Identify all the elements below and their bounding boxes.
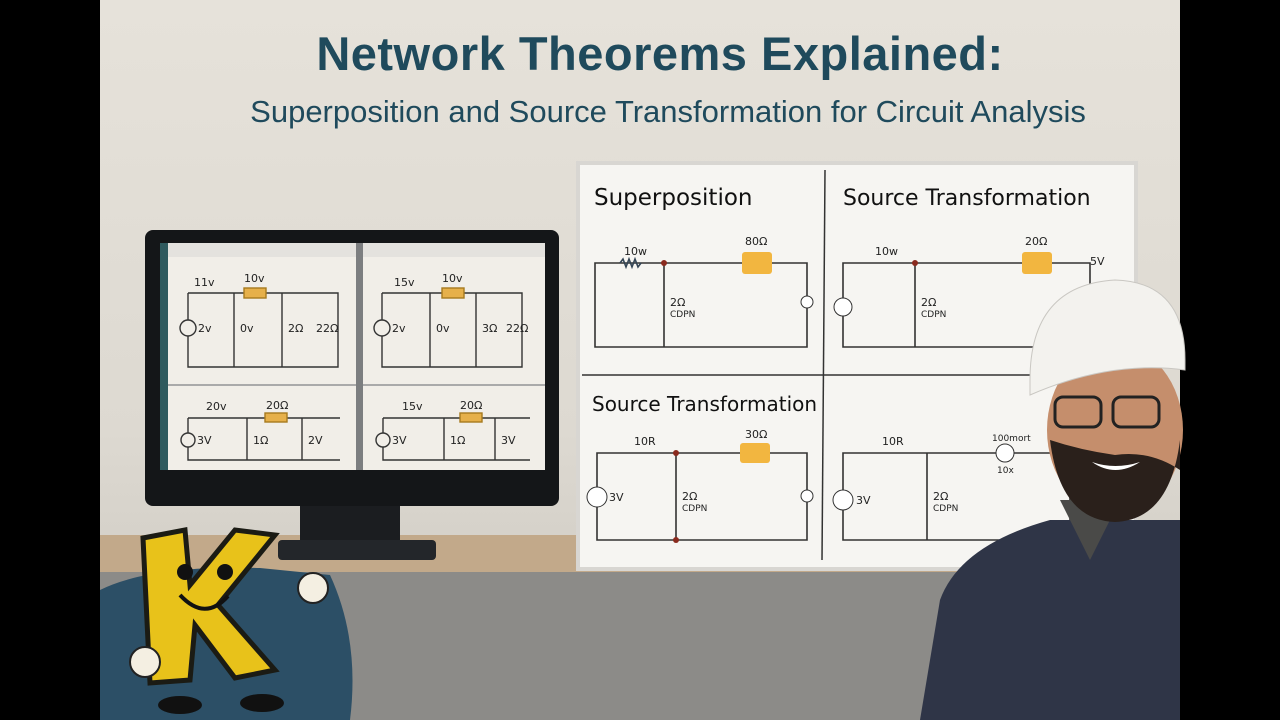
label: 30Ω	[745, 428, 767, 441]
presenter	[920, 279, 1186, 720]
label: 15v	[394, 276, 415, 289]
monitor	[145, 230, 559, 560]
label: 22Ω	[506, 322, 528, 335]
label: 5V	[1090, 255, 1105, 268]
main-title: Network Theorems Explained:	[316, 27, 1004, 80]
hand	[129, 646, 161, 678]
label: 10w	[624, 245, 647, 258]
label: 10v	[244, 272, 265, 285]
whiteboard-text: Superposition Source Transformation Sour…	[592, 185, 1105, 514]
label: 80Ω	[745, 235, 767, 248]
label: 20Ω	[266, 399, 288, 412]
label: 22Ω	[316, 322, 338, 335]
monitor-labels: 11v 10v 2v 0v 2Ω 22Ω 15v 10v 2v 0v 3Ω 22…	[194, 272, 528, 447]
label: 1Ω	[450, 434, 465, 447]
heading-superposition: Superposition	[594, 185, 752, 211]
label: 10x	[997, 466, 1014, 476]
label: 3V	[501, 434, 516, 447]
label: 2Ω	[670, 296, 685, 309]
component-box	[1022, 252, 1052, 274]
label: 3V	[197, 434, 212, 447]
work-shirt	[920, 520, 1180, 720]
label: 10w	[875, 245, 898, 258]
label: 0v	[436, 322, 450, 335]
label: 10v	[442, 272, 463, 285]
label: 3V	[609, 491, 624, 504]
glasses	[1053, 395, 1103, 429]
mascot	[129, 527, 329, 714]
label: 2Ω	[288, 322, 303, 335]
label: 3V	[392, 434, 407, 447]
beard	[1050, 440, 1180, 522]
label: 11v	[194, 276, 215, 289]
label: 2Ω	[682, 490, 697, 503]
monitor-circuits	[179, 287, 530, 461]
component-box	[740, 443, 770, 463]
ac-source-icon	[833, 297, 853, 317]
label: 3V	[856, 494, 871, 507]
heading-source-transformation: Source Transformation	[843, 186, 1091, 211]
label: 20Ω	[460, 399, 482, 412]
source-icon	[800, 295, 814, 309]
component-box	[742, 252, 772, 274]
heading-source-transformation-2: Source Transformation	[592, 392, 817, 416]
meter-icon	[995, 443, 1015, 463]
source-icon	[800, 489, 814, 503]
label: 100mort	[992, 434, 1031, 444]
pointing-hand	[297, 572, 329, 604]
whiteboard-circuits	[594, 256, 1091, 541]
label: 2Ω	[933, 490, 948, 503]
hard-hat	[1029, 279, 1186, 396]
label: 10R	[634, 435, 656, 448]
label: 2v	[198, 322, 212, 335]
label: 1Ω	[253, 434, 268, 447]
whiteboard-components	[586, 252, 1052, 543]
label: CDPN	[682, 504, 707, 514]
label: 10R	[882, 435, 904, 448]
label: CDPN	[670, 310, 695, 320]
label: 3Ω	[482, 322, 497, 335]
subtitle: Superposition and Source Transformation …	[250, 94, 1086, 129]
label: 2v	[392, 322, 406, 335]
label: 0v	[240, 322, 254, 335]
whiteboard	[576, 161, 1138, 571]
source-icon	[586, 486, 608, 508]
ac-source-icon	[832, 489, 854, 511]
label: CDPN	[921, 310, 946, 320]
label: CDPN	[933, 504, 958, 514]
label: 2Ω	[921, 296, 936, 309]
label: 20Ω	[1025, 235, 1047, 248]
label: 20v	[206, 400, 227, 413]
label: 2V	[308, 434, 323, 447]
label: 15v	[402, 400, 423, 413]
